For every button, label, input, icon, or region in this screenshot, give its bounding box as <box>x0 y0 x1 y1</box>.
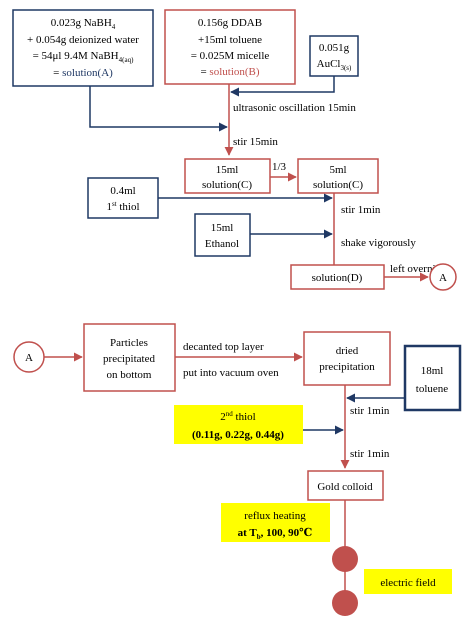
svg-text:reflux heating: reflux heating <box>244 510 306 522</box>
solution-c-15ml-box: 15ml solution(C) <box>184 158 271 194</box>
svg-text:precipitation: precipitation <box>319 361 375 373</box>
svg-text:5ml: 5ml <box>329 164 346 176</box>
svg-text:A: A <box>439 272 447 284</box>
solution-d-box: solution(D) <box>290 264 385 290</box>
first-thiol-box: 0.4ml 1st thiol <box>87 177 159 219</box>
svg-text:+15ml toluene: +15ml toluene <box>198 34 262 46</box>
svg-text:A: A <box>25 352 33 364</box>
step-stir-1min-c: stir 1min <box>350 448 390 460</box>
svg-text:precipitated: precipitated <box>103 353 155 365</box>
svg-text:solution(C): solution(C) <box>202 179 252 191</box>
svg-text:at Tb, 100, 90℃: at Tb, 100, 90℃ <box>238 527 313 541</box>
gold-colloid-box: Gold colloid <box>307 470 384 501</box>
svg-text:0.023g NaBH4: 0.023g NaBH4 <box>51 17 116 31</box>
svg-text:0.156g DDAB: 0.156g DDAB <box>198 17 262 29</box>
step-stir-1min-a: stir 1min <box>341 204 381 216</box>
svg-text:15ml: 15ml <box>211 222 234 234</box>
dried-precipitation-box: dried precipitation <box>303 331 391 386</box>
svg-text:0.051g: 0.051g <box>319 42 350 54</box>
reflux-heating-label: reflux heating at Tb, 100, 90℃ <box>221 503 330 542</box>
svg-text:solution(D): solution(D) <box>312 272 363 284</box>
step-vacuum-oven: put into vacuum oven <box>183 367 279 379</box>
electric-field-label: electric field <box>364 569 452 594</box>
svg-text:dried: dried <box>336 345 359 357</box>
svg-text:Gold colloid: Gold colloid <box>317 481 373 493</box>
svg-text:= 54μl 9.4M NaBH4(aq): = 54μl 9.4M NaBH4(aq) <box>33 50 134 64</box>
svg-text:solution(C): solution(C) <box>313 179 363 191</box>
svg-text:0.4ml: 0.4ml <box>110 185 135 197</box>
toluene-box: 18ml toluene <box>403 344 462 412</box>
svg-text:1st thiol: 1st thiol <box>106 200 139 213</box>
step-shake-vigorously: shake vigorously <box>341 237 416 249</box>
svg-text:Ethanol: Ethanol <box>205 238 239 250</box>
electrode-top <box>332 546 358 572</box>
svg-text:on bottom: on bottom <box>107 369 152 381</box>
svg-text:18ml: 18ml <box>421 365 444 377</box>
solution-a-box: 0.023g NaBH4 + 0.054g deionized water = … <box>12 9 154 87</box>
connector-a-start: A <box>13 341 45 373</box>
svg-text:Particles: Particles <box>110 337 148 349</box>
ratio-label: 1/3 <box>272 161 287 173</box>
svg-text:2nd thiol: 2nd thiol <box>220 410 255 423</box>
solution-b-box: 0.156g DDAB +15ml toluene = 0.025M micel… <box>164 9 296 85</box>
step-stir-1min-b: stir 1min <box>350 405 390 417</box>
bottom-connectors <box>44 352 406 592</box>
svg-text:AuCl3(s): AuCl3(s) <box>317 58 352 72</box>
electrode-bottom <box>332 590 358 616</box>
ethanol-box: 15ml Ethanol <box>194 213 251 257</box>
step-ultrasonic: ultrasonic oscillation 15min <box>233 102 356 114</box>
svg-text:electric field: electric field <box>380 577 436 589</box>
svg-text:15ml: 15ml <box>216 164 239 176</box>
svg-text:+ 0.054g deionized water: + 0.054g deionized water <box>27 34 139 46</box>
solution-c-5ml-box: 5ml solution(C) <box>297 158 379 194</box>
svg-text:= solution(B): = solution(B) <box>200 66 259 78</box>
second-thiol-label: 2nd thiol (0.11g, 0.22g, 0.44g) <box>174 405 303 444</box>
step-stir-15min: stir 15min <box>233 136 278 148</box>
step-decant: decanted top layer <box>183 341 264 353</box>
aucl3-box: 0.051g AuCl3(s) <box>309 35 359 77</box>
particles-box: Particles precipitated on bottom <box>83 323 176 392</box>
svg-text:toluene: toluene <box>416 383 448 395</box>
connector-a-end: A <box>429 263 457 291</box>
svg-text:= solution(A): = solution(A) <box>53 67 113 79</box>
svg-text:(0.11g, 0.22g, 0.44g): (0.11g, 0.22g, 0.44g) <box>192 429 284 441</box>
svg-text:= 0.025M micelle: = 0.025M micelle <box>191 50 270 62</box>
